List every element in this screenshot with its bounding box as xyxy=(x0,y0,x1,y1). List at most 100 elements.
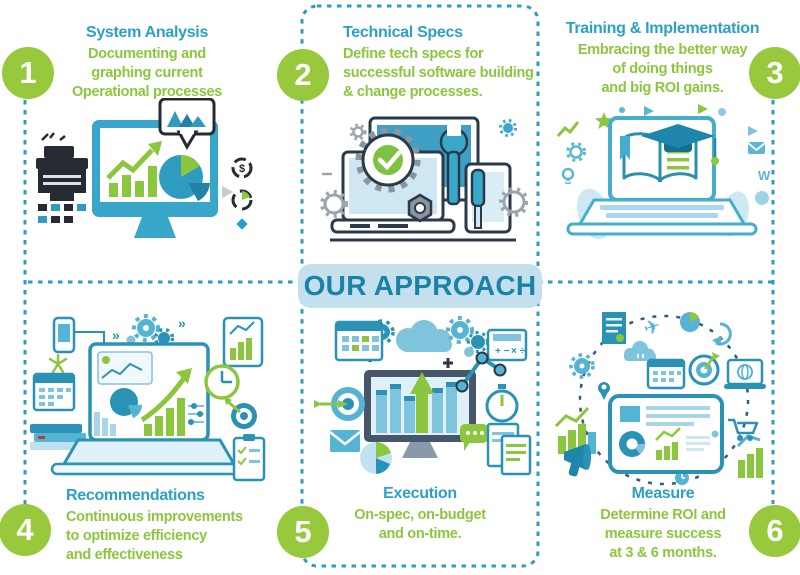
step-4-title: Recommendations xyxy=(66,487,205,504)
step-6-number-badge: 6 xyxy=(749,505,800,557)
banner-label: OUR APPROACH xyxy=(303,270,537,301)
step-1-number-badge: 1 xyxy=(2,47,54,99)
step-5-number-badge: 5 xyxy=(277,506,329,558)
svg-text:× ÷: × ÷ xyxy=(511,346,526,357)
step-6-desc-line: Determine ROI and xyxy=(600,507,726,523)
step-1-desc-line: Operational processes xyxy=(71,84,223,100)
tablet-chart-icon xyxy=(222,316,264,368)
step-2-text: Technical Specs Define tech specs for su… xyxy=(343,24,543,102)
calendar-icon xyxy=(646,358,686,390)
step-4-number-badge: 4 xyxy=(0,504,51,556)
refresh-arrows-icon xyxy=(712,322,732,346)
idea-burst-icon xyxy=(48,353,68,374)
step-2-desc-line: successful software building xyxy=(343,65,534,81)
system-analysis-illustration: $ xyxy=(36,98,253,238)
svg-text:+ −: + − xyxy=(495,346,510,357)
step-2-number-badge: 2 xyxy=(277,49,329,101)
dart-target-icon xyxy=(314,387,365,421)
wrench-icon xyxy=(439,122,469,206)
svg-text:W: W xyxy=(758,168,771,183)
svg-text:»: » xyxy=(178,315,186,331)
pie-chart-icon xyxy=(360,442,392,474)
step-1-title: System Analysis xyxy=(85,24,209,41)
gears-icon: » » xyxy=(112,314,186,349)
step-5-title: Execution xyxy=(383,485,457,502)
clock-icon xyxy=(204,364,240,400)
step-2-desc-line: Define tech specs for xyxy=(343,46,484,62)
step-1-text: System Analysis Documenting and graphing… xyxy=(38,24,256,102)
document-icon xyxy=(602,312,626,344)
target-icon xyxy=(224,396,257,429)
step-1-desc-line: Documenting and xyxy=(88,46,206,62)
svg-text:$: $ xyxy=(239,163,245,175)
training-implementation-illustration: W xyxy=(556,104,771,240)
laptop-globe-icon xyxy=(724,358,766,389)
pie-chart-icon xyxy=(159,155,210,201)
floating-icons: W xyxy=(556,104,771,205)
bar-chart-icon xyxy=(106,141,162,197)
step-2-desc-line: & change processes. xyxy=(343,84,483,100)
screen-dashboard xyxy=(94,351,204,436)
step-5-text: Execution On-spec, on-budget and on-time… xyxy=(320,485,520,544)
dollar-cycle-icon: $ xyxy=(231,157,253,179)
airplane-icon: ✈ xyxy=(641,315,664,341)
alarm-clock-icon xyxy=(675,471,689,485)
step-4-desc-line: and effectiveness xyxy=(66,547,183,563)
step-3-desc-line: and big ROI gains. xyxy=(601,80,724,96)
plus-mark xyxy=(443,358,453,368)
step-6-desc-line: measure success xyxy=(604,526,722,542)
calendar-icon xyxy=(334,320,384,362)
pie-cycle-icon xyxy=(231,189,253,211)
shopping-cart-icon xyxy=(728,418,759,441)
calculator-icon: + − × ÷ xyxy=(486,328,528,362)
monitor-bars-arrow-icon xyxy=(364,370,476,458)
step-6-text: Measure Determine ROI and measure succes… xyxy=(558,485,768,563)
play-triangle-icon xyxy=(222,186,233,198)
our-approach-banner: OUR APPROACH xyxy=(298,264,542,308)
growth-chart-icon xyxy=(554,406,596,454)
small-gear-icon xyxy=(320,190,348,218)
tablet-dashboard-icon xyxy=(608,394,724,474)
step-3-title: Training & Implementation xyxy=(565,20,760,37)
execution-illustration: + − × ÷ xyxy=(314,316,532,476)
graduation-cap-icon xyxy=(641,124,719,165)
orbit-dashed-circle xyxy=(578,314,750,486)
pie-icon xyxy=(680,312,700,332)
documents-icon xyxy=(486,422,532,476)
megaphone-icon xyxy=(564,444,591,477)
step-3-text: Training & Implementation Embracing the … xyxy=(545,20,780,98)
stopwatch-icon xyxy=(485,384,519,423)
growth-chart-icon xyxy=(736,434,763,478)
hex-nut-icon xyxy=(407,193,433,223)
small-gear-icon xyxy=(499,119,517,137)
books-icon xyxy=(30,424,86,450)
phone-icon xyxy=(52,316,105,354)
gear-icon xyxy=(569,353,595,379)
target-icon xyxy=(688,352,720,386)
step-2-title: Technical Specs xyxy=(343,24,463,41)
chart-speech-bubble-icon xyxy=(158,98,216,151)
calendar-icon xyxy=(32,372,76,412)
step-4-desc-line: to optimize efficiency xyxy=(66,528,207,544)
measure-illustration: ✈ xyxy=(554,312,766,486)
step-3-desc-line: of doing things xyxy=(612,61,713,77)
diamond-icon xyxy=(236,218,248,230)
gear-check-icon xyxy=(355,127,421,193)
envelope-icon xyxy=(329,430,361,452)
svg-text:»: » xyxy=(112,327,120,343)
small-gear-icon xyxy=(349,123,367,141)
cloud-icon xyxy=(396,320,452,352)
small-gear-icon xyxy=(499,187,528,217)
step-5-desc-line: On-spec, on-budget xyxy=(354,507,486,523)
recommendations-illustration: » » xyxy=(30,314,266,482)
node-line-icon xyxy=(455,351,507,393)
step-4-text: Recommendations Continuous improvements … xyxy=(66,487,296,565)
printer-icon xyxy=(36,132,88,223)
speech-bubble-icon xyxy=(460,424,488,451)
cloud-icon xyxy=(624,341,656,361)
screwdriver-icon xyxy=(470,168,486,229)
step-6-title: Measure xyxy=(631,485,695,502)
step-6-desc-line: at 3 & 6 months. xyxy=(609,545,717,561)
step-3-number-badge: 3 xyxy=(749,47,800,99)
